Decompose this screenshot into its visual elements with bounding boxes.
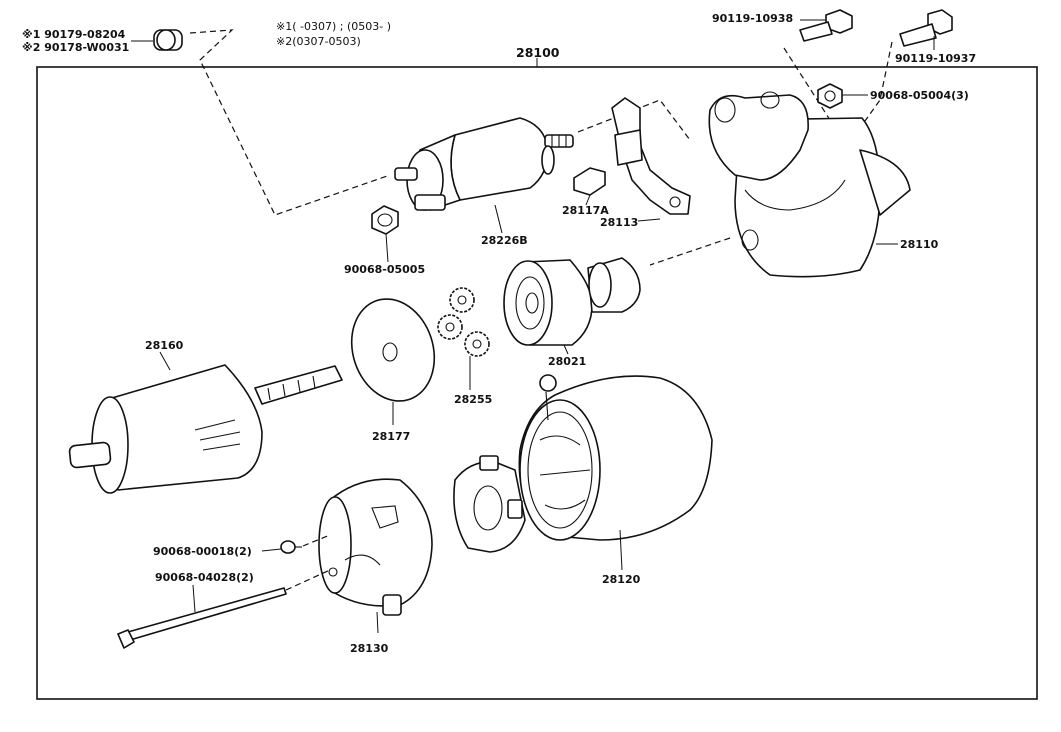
svg-text:※2 90178-W0031: ※2 90178-W0031: [22, 41, 129, 54]
alternate-1-part-number[interactable]: 90179-08204: [44, 28, 125, 41]
washer-icon: [350, 298, 436, 425]
callout-washer[interactable]: 28177: [372, 430, 410, 443]
callout-top-bolt-2[interactable]: 90119-10937: [895, 52, 976, 65]
callout-end-cover[interactable]: 28130: [350, 642, 389, 655]
solenoid-nut-icon: [371, 205, 399, 263]
callout-top-bolt-1[interactable]: 90119-10938: [712, 12, 793, 25]
solenoid-icon: [394, 117, 574, 234]
note-1: ※1( -0307) ; (0503- ): [276, 20, 391, 33]
planetary-gears-icon: [437, 287, 490, 390]
alternate-2-mark: ※2: [22, 41, 40, 54]
callout-through-bolt[interactable]: 90068-04028(2): [155, 571, 254, 584]
callout-solenoid[interactable]: 28226B: [481, 234, 528, 247]
cover-screw-icon: [261, 540, 302, 554]
callout-clutch[interactable]: 28021: [548, 355, 586, 368]
top-bolt-1-icon: [799, 9, 853, 42]
callout-armature[interactable]: 28160: [145, 339, 184, 352]
callout-solenoid-nut[interactable]: 90068-05005: [344, 263, 425, 276]
callout-cover-screw[interactable]: 90068-00018(2): [153, 545, 252, 558]
brush-holder-icon: [453, 455, 526, 553]
note-2: ※2(0307-0503): [276, 35, 361, 48]
yoke-icon: [518, 374, 713, 571]
callout-planetary-gears[interactable]: 28255: [454, 393, 492, 406]
through-bolt-icon: [117, 584, 287, 649]
alternate-nut-icon: [131, 29, 183, 51]
svg-text:※1 90179-08204: ※1 90179-08204: [22, 28, 126, 41]
top-bolt-2-icon: [899, 9, 953, 50]
callout-housing-nut[interactable]: 90068-05004(3): [870, 89, 969, 102]
alternate-1-mark: ※1: [22, 28, 40, 41]
alternate-parts-list: ※1 90179-08204 ※2 90178-W0031: [22, 28, 129, 54]
brush-plate-icon: [611, 97, 691, 222]
end-cover-icon: [318, 478, 433, 634]
callout-small-bracket[interactable]: 28117A: [562, 204, 609, 217]
drive-housing-icon: [708, 91, 911, 278]
armature-icon: [68, 351, 343, 494]
callout-brush-plate[interactable]: 28113: [600, 216, 638, 229]
clutch-icon: [503, 257, 641, 355]
date-notes: ※1( -0307) ; (0503- ) ※2(0307-0503): [276, 20, 391, 48]
callout-drive-housing[interactable]: 28110: [900, 238, 939, 251]
assembly-number-label[interactable]: 28100: [516, 45, 560, 60]
callout-yoke[interactable]: 28120: [602, 573, 641, 586]
small-bracket-icon: [573, 167, 606, 206]
housing-nut-icon: [817, 83, 868, 109]
alternate-2-part-number[interactable]: 90178-W0031: [44, 41, 129, 54]
